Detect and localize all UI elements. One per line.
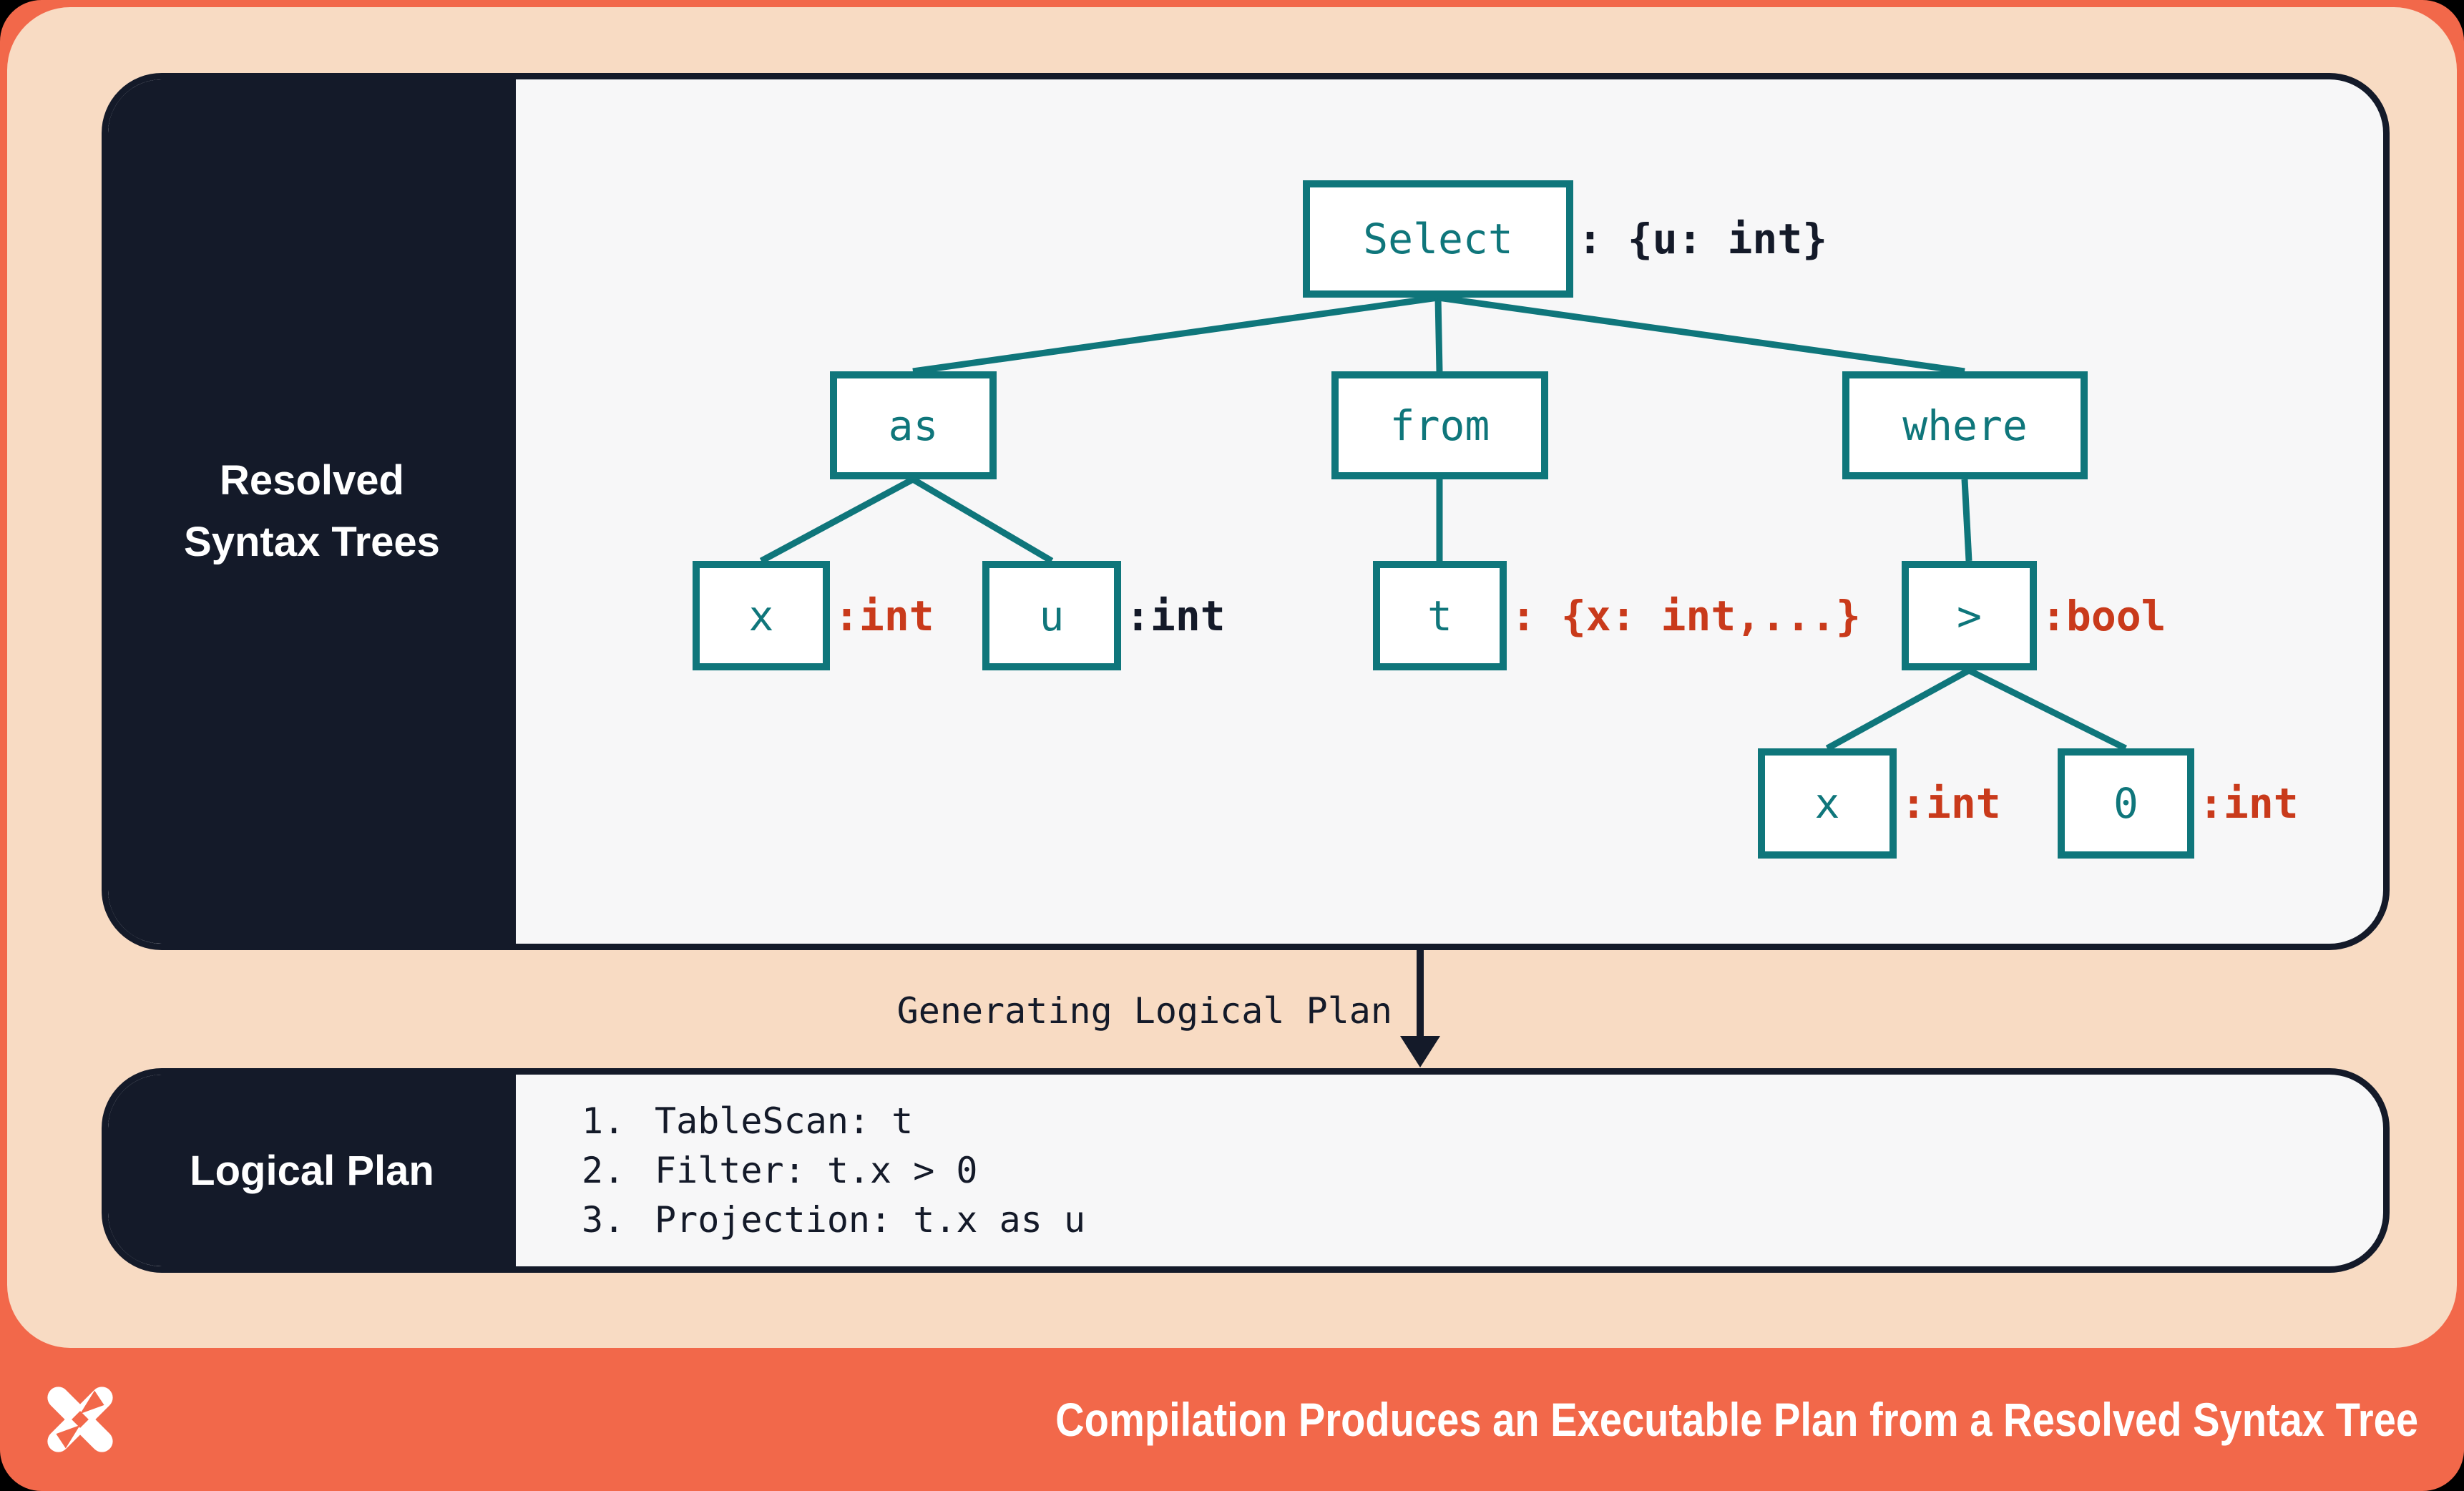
tree-edges bbox=[759, 294, 2128, 752]
tree-node-label: x bbox=[1814, 779, 1840, 828]
tree-node-x-operand: x :int bbox=[1758, 748, 2001, 859]
tree-node-greater-than: > :bool bbox=[1902, 561, 2166, 670]
type-annotation: :bool bbox=[2041, 591, 2166, 640]
tree-node-label: from bbox=[1389, 401, 1490, 450]
type-annotation: :int bbox=[1125, 591, 1226, 640]
type-annotation: : {u: int} bbox=[1578, 215, 1828, 263]
type-annotation: : {x: int,...} bbox=[1511, 591, 1861, 640]
plan-step: 3. Projection: t.x as u bbox=[582, 1196, 1085, 1245]
plan-step: 1. TableScan: t bbox=[582, 1097, 1085, 1146]
tree-node-label: > bbox=[1957, 591, 1982, 640]
tree-node-label: where bbox=[1902, 401, 2028, 450]
footer-logo-icon bbox=[47, 1387, 113, 1452]
tree-node-label: t bbox=[1427, 591, 1452, 640]
tree-node-as: as bbox=[830, 371, 997, 479]
syntax-trees-sidebar: Resolved Syntax Trees bbox=[108, 79, 516, 944]
type-annotation: :int bbox=[834, 591, 934, 640]
footer-title-wrap: Compilation Produces an Executable Plan … bbox=[143, 1348, 2418, 1491]
syntax-trees-sidebar-label: Resolved Syntax Trees bbox=[184, 457, 440, 565]
tree-node-select: Select : {u: int} bbox=[1303, 180, 1827, 298]
plan-step: 2. Filter: t.x > 0 bbox=[582, 1146, 1085, 1196]
footer-bar: Compilation Produces an Executable Plan … bbox=[0, 1348, 2464, 1491]
plan-step-text: Projection: t.x as u bbox=[655, 1198, 1086, 1241]
tree-node-t: t : {x: int,...} bbox=[1373, 561, 1861, 670]
tree-node-zero: 0 :int bbox=[2058, 748, 2299, 859]
tree-node-label: x bbox=[748, 591, 774, 640]
logical-plan-sidebar: Logical Plan bbox=[108, 1075, 516, 1266]
type-annotation: :int bbox=[1901, 779, 2001, 828]
tree-node-label: as bbox=[888, 401, 939, 450]
type-annotation: :int bbox=[2199, 779, 2299, 828]
plan-step-text: TableScan: t bbox=[655, 1100, 914, 1142]
plan-step-number: 2. bbox=[582, 1149, 625, 1191]
logical-plan-sidebar-label: Logical Plan bbox=[190, 1147, 434, 1194]
tree-node-label: Select bbox=[1363, 215, 1513, 263]
down-arrow-line bbox=[1417, 950, 1424, 1040]
plan-step-number: 3. bbox=[582, 1198, 625, 1241]
plan-step-number: 1. bbox=[582, 1100, 625, 1142]
footer-title: Compilation Produces an Executable Plan … bbox=[1055, 1393, 2418, 1446]
logical-plan-panel: Logical Plan 1. TableScan: t 2. Filter: … bbox=[102, 1068, 2390, 1273]
tree-node-x-alias: x :int bbox=[693, 561, 934, 670]
tree-node-label: 0 bbox=[2113, 779, 2138, 828]
down-arrow-head-icon bbox=[1400, 1036, 1440, 1067]
tree-node-label: u bbox=[1039, 591, 1065, 640]
generating-logical-plan-caption: Generating Logical Plan bbox=[896, 990, 1392, 1032]
tree-node-where: where bbox=[1842, 371, 2088, 479]
tree-node-u: u :int bbox=[982, 561, 1226, 670]
logical-plan-steps: 1. TableScan: t 2. Filter: t.x > 0 3. Pr… bbox=[582, 1075, 1085, 1266]
plan-step-text: Filter: t.x > 0 bbox=[655, 1149, 978, 1191]
tree-node-from: from bbox=[1331, 371, 1548, 479]
resolved-syntax-trees-panel: Resolved Syntax Trees Select : {u: int} bbox=[102, 73, 2390, 950]
